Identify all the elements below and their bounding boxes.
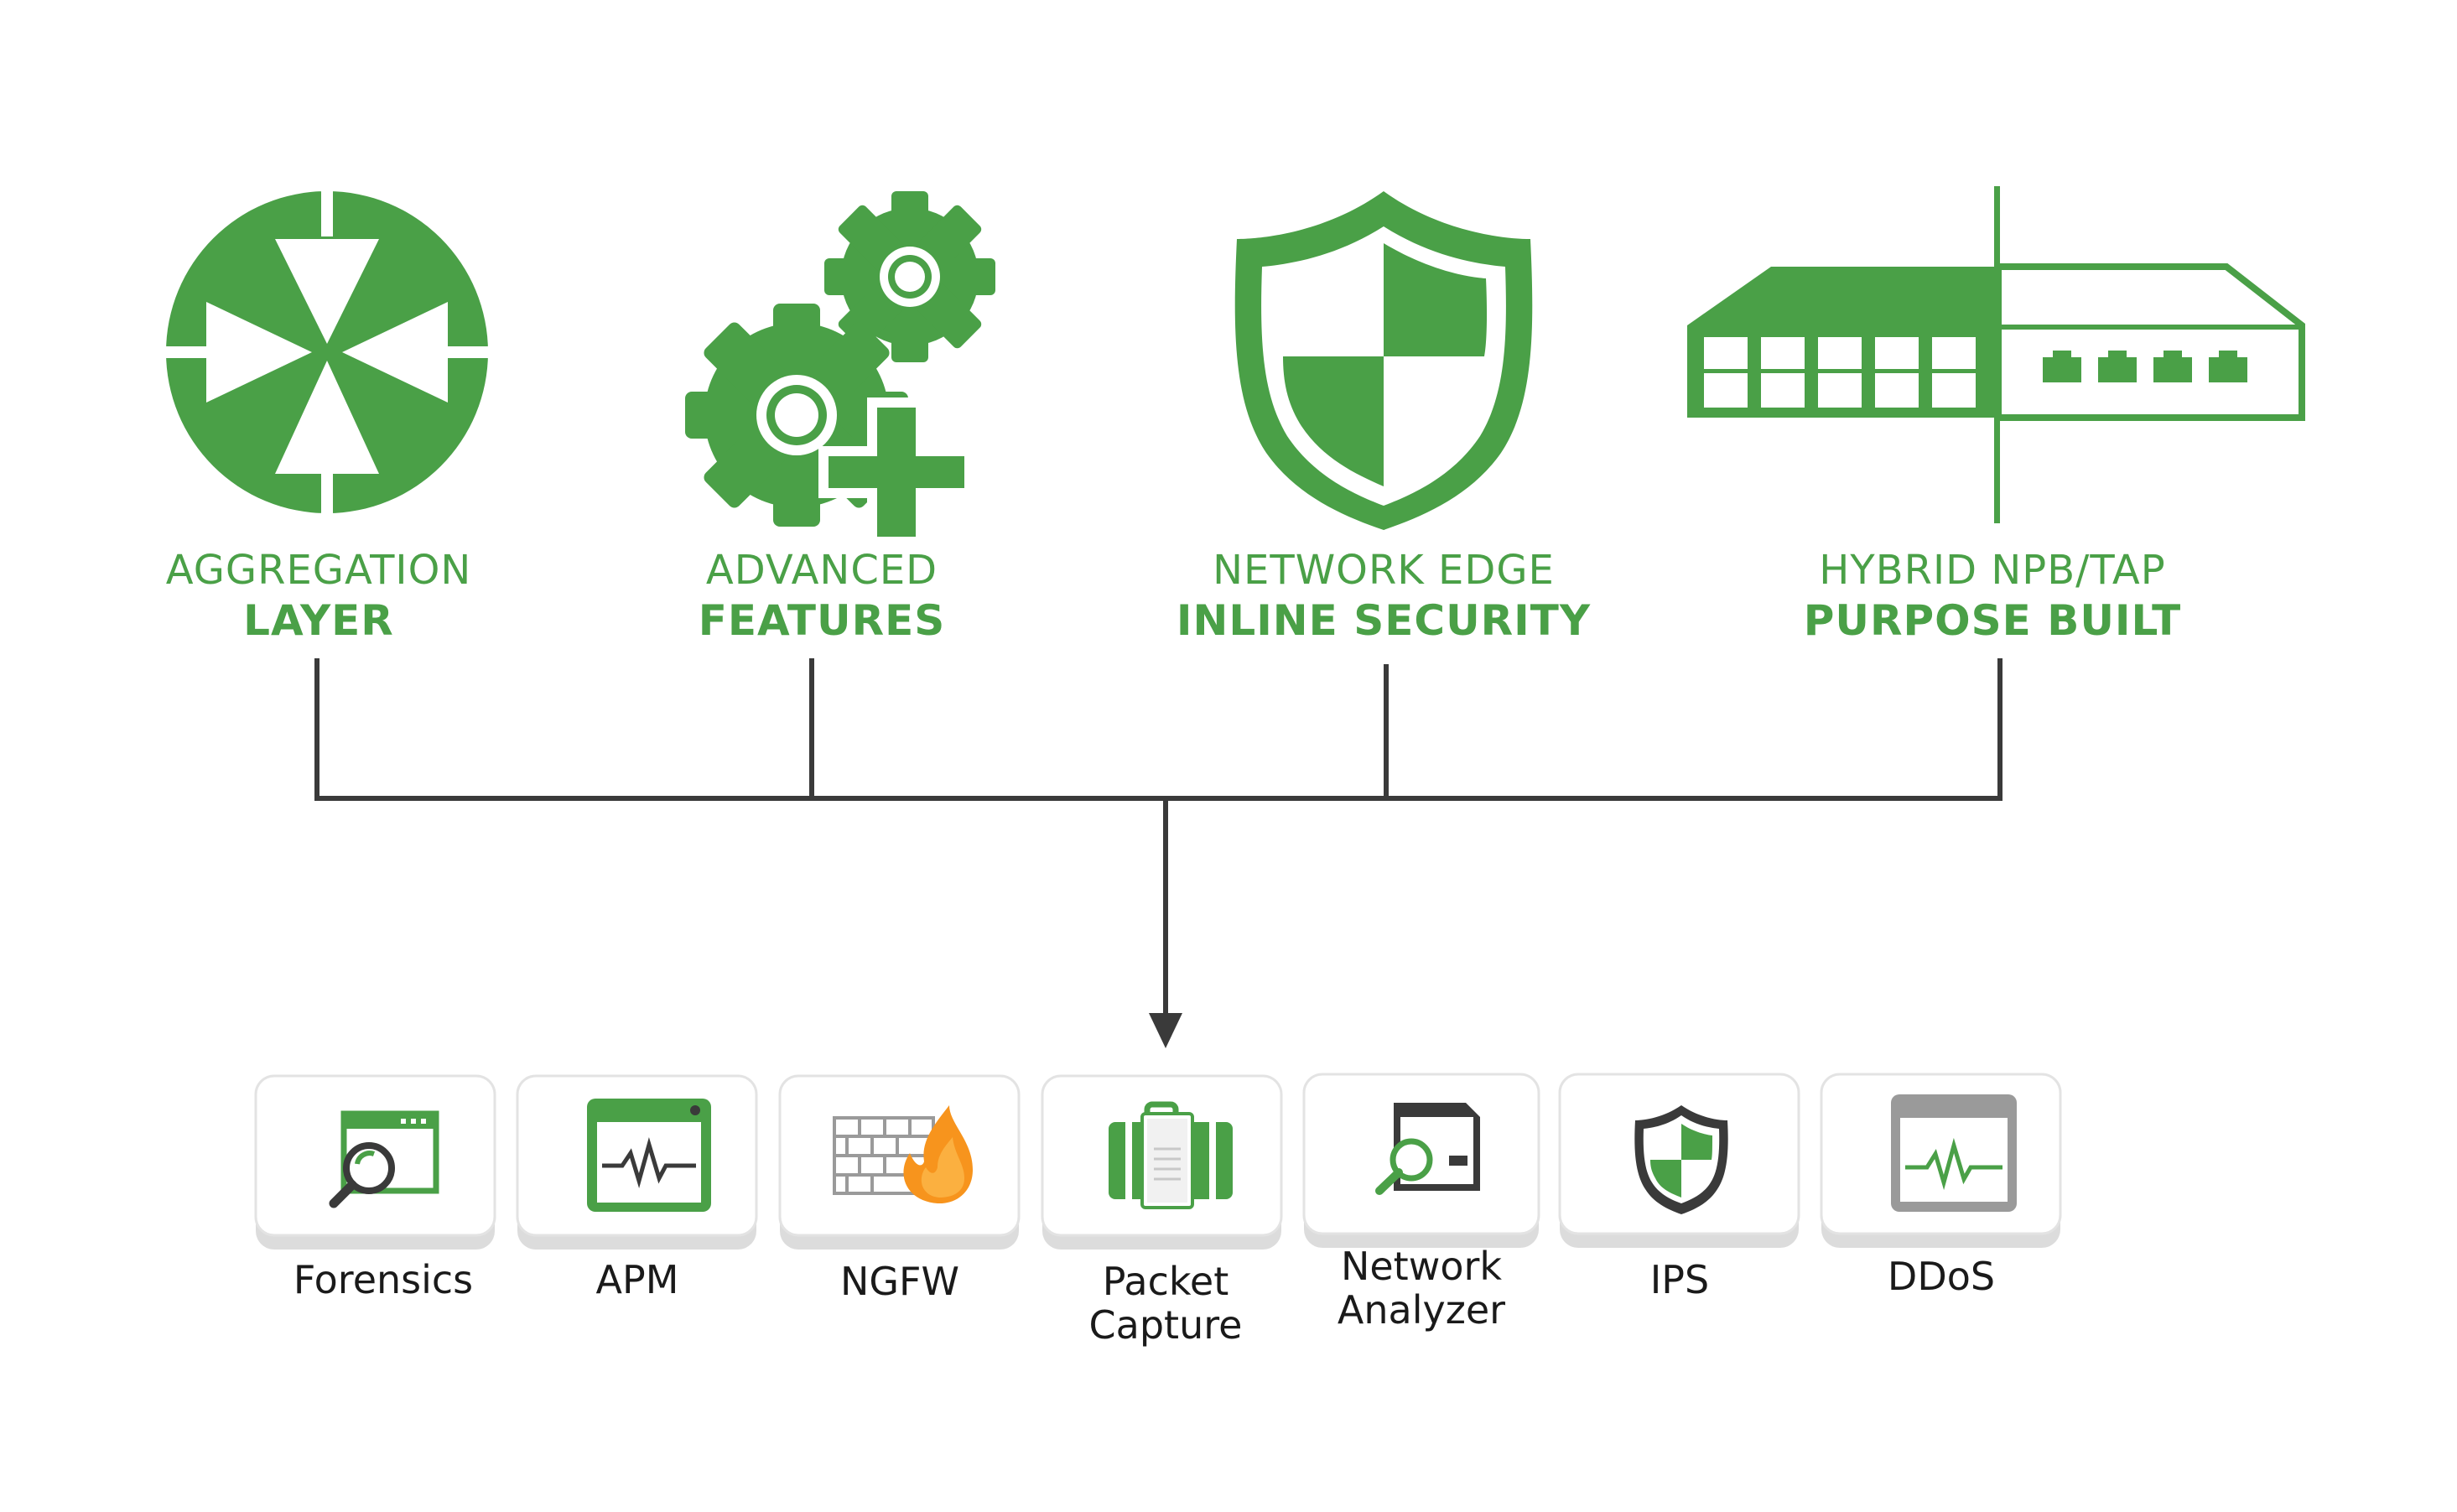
tool-label-line1: DDoS: [1887, 1254, 1996, 1299]
connector-lines: [314, 658, 2002, 1015]
tool-label-forensics: Forensics: [241, 1258, 526, 1302]
tool-label-packet-capture: Packet Capture: [1023, 1260, 1308, 1347]
tool-label-line1: Forensics: [293, 1257, 474, 1302]
arrow-head: [1149, 1013, 1182, 1048]
aggregation-icon: [161, 186, 493, 518]
tool-label-ddos: DDoS: [1799, 1255, 2084, 1298]
tool-label-network-analyzer: Network Analyzer: [1279, 1244, 1564, 1332]
gray-monitor-pulse-icon: [1891, 1094, 2017, 1212]
source-label-line2: PURPOSE BUILT: [1803, 596, 2182, 645]
source-label-line1: HYBRID NPB/TAP: [1819, 547, 2166, 594]
gears-plus-icon: [685, 191, 995, 547]
source-label-line2: LAYER: [243, 596, 394, 645]
tool-label-line1: APM: [595, 1257, 679, 1302]
tool-label-line1: NGFW: [840, 1259, 959, 1304]
tool-label-line2: Capture: [1088, 1302, 1243, 1348]
tool-label-ngfw: NGFW: [757, 1260, 1042, 1303]
source-label-hybrid-npb-tap: HYBRID NPB/TAP PURPOSE BUILT: [1699, 545, 2286, 646]
forensics-icon: [329, 1110, 439, 1208]
tool-label-line1: Packet: [1102, 1259, 1229, 1304]
source-label-aggregation: AGGREGATION LAYER: [25, 545, 612, 646]
tool-label-line1: IPS: [1649, 1257, 1710, 1302]
tool-label-line2: Analyzer: [1337, 1287, 1506, 1333]
tool-label-ips: IPS: [1537, 1258, 1822, 1302]
briefcase-icon: [1109, 1101, 1233, 1209]
tool-tiles: [254, 1073, 2062, 1250]
source-label-line1: NETWORK EDGE: [1213, 547, 1555, 594]
monitor-pulse-icon: [587, 1099, 711, 1212]
firewall-icon: [833, 1105, 973, 1204]
source-label-line2: FEATURES: [698, 596, 946, 645]
tool-label-line1: Network: [1340, 1244, 1503, 1289]
tool-label-apm: APM: [495, 1258, 780, 1302]
source-label-line1: AGGREGATION: [165, 547, 472, 594]
small-shield-icon: [1634, 1105, 1728, 1214]
shield-icon: [1234, 191, 1533, 530]
analyzer-icon: [1375, 1103, 1480, 1195]
source-label-line2: INLINE SECURITY: [1176, 596, 1592, 645]
source-label-network-edge: NETWORK EDGE INLINE SECURITY: [1090, 545, 1677, 646]
network-device-icon: [1687, 186, 2305, 523]
source-label-line1: ADVANCED: [705, 547, 938, 594]
source-label-advanced-features: ADVANCED FEATURES: [528, 545, 1115, 646]
